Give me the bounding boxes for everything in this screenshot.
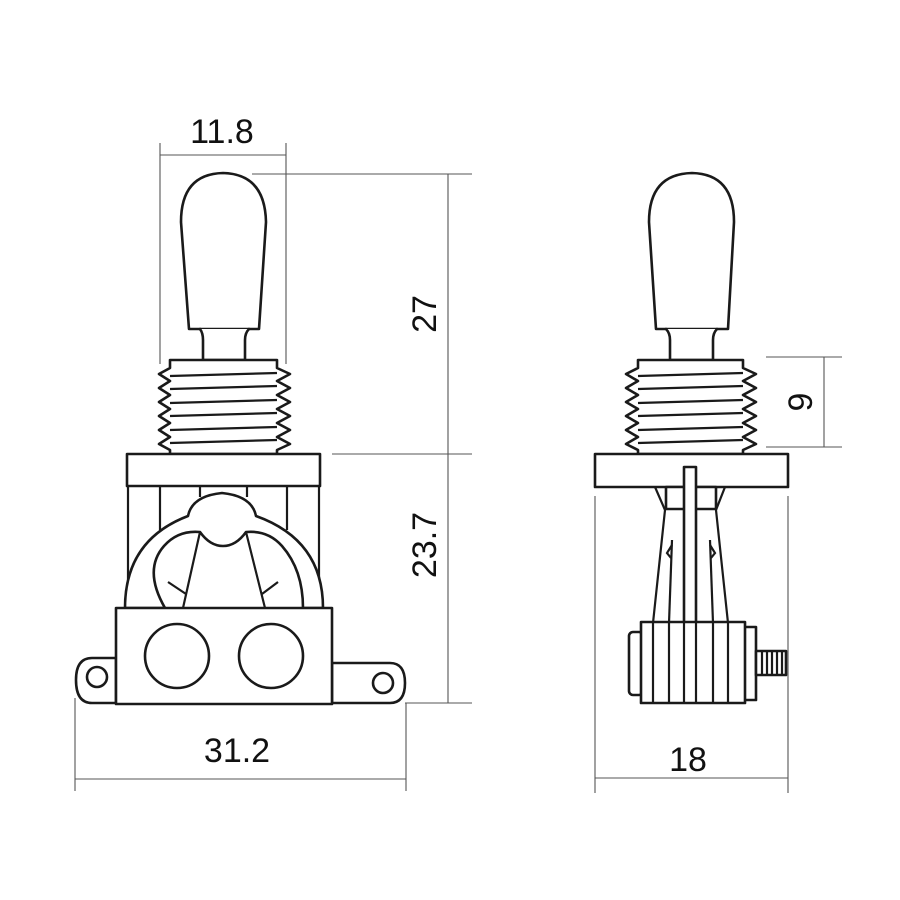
toggle-shaft-front [198,327,251,362]
dim-label-tip-width: 11.8 [190,113,254,151]
dim-label-body-depth: 18 [669,741,707,779]
base-block-front [74,606,407,706]
dim-label-lower-height: 23.7 [406,512,444,578]
mounting-plate-front [125,452,322,488]
dim-label-upper-height: 27 [406,295,444,333]
dimension-thread-height: 9 [766,356,842,448]
dimension-tip-width: 11.8 [159,113,287,364]
center-lever-side [682,465,698,629]
contact-blades-side [651,465,730,629]
toggle-tip-front [179,171,268,331]
threaded-bushing-side [624,358,758,456]
lever-inner-front [167,531,279,609]
dim-label-base-width: 31.2 [204,732,270,770]
terminal-hole-right [237,622,305,690]
terminal-stack-side [627,620,788,705]
terminal-hole-left [143,622,211,690]
dimension-body-depth: 18 [594,496,789,793]
dimension-base-width: 31.2 [74,698,407,791]
dimension-heights: 27 23.7 [252,173,472,704]
lever-arch-front [123,491,325,610]
terminal-screw-side [754,649,788,677]
toggle-tip-side [647,171,736,331]
toggle-shaft-side [664,327,719,362]
dim-label-thread-height: 9 [782,393,820,412]
threaded-bushing-front [157,358,292,456]
front-view: 11.8 27 23.7 31.2 [74,113,472,791]
side-view: 9 18 [593,171,842,793]
